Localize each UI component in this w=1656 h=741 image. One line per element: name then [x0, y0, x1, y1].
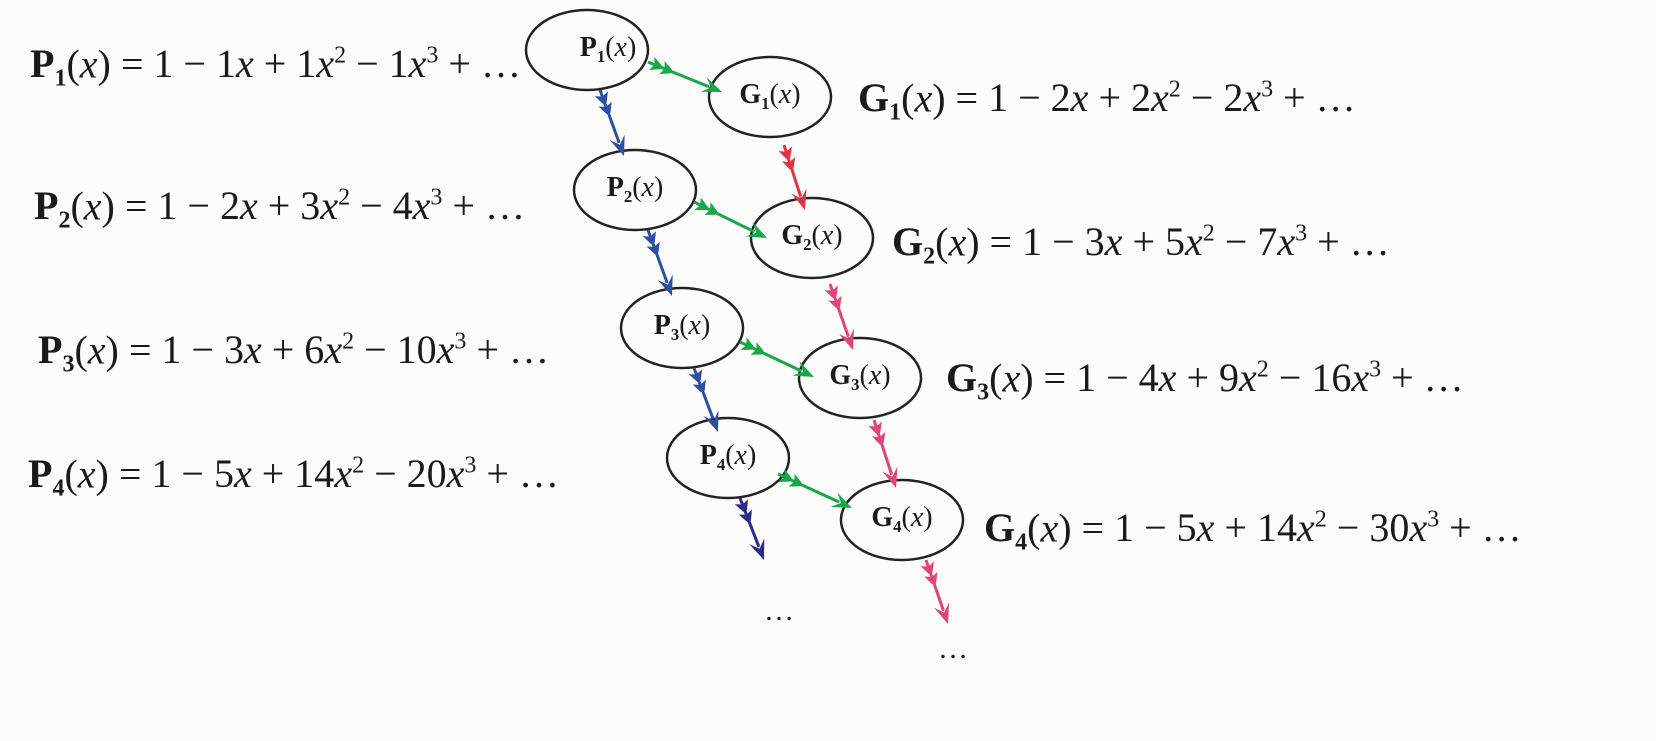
function-symbol: P1	[579, 32, 606, 67]
function-argument: (x)	[632, 172, 664, 204]
equals-sign: =	[114, 183, 158, 229]
equation-p3: P3(x) = 1 − 3x + 6x2 − 10x3 + …	[38, 330, 549, 377]
series-terms: 1 − 4x + 9x2 − 16x3 + …	[1076, 355, 1464, 401]
function-argument: (x)	[70, 183, 115, 229]
series-terms: 1 − 2x + 2x2 − 2x3 + …	[988, 75, 1356, 121]
function-argument: (x)	[74, 327, 119, 373]
node-g3-label: G3(x)	[829, 362, 890, 394]
node-g1-label: G1(x)	[739, 81, 800, 113]
arrow-g3-to-g4	[868, 419, 898, 488]
equation-g1: G1(x) = 1 − 2x + 2x2 − 2x3 + …	[858, 78, 1356, 125]
function-argument: (x)	[989, 355, 1034, 401]
function-argument: (x)	[769, 79, 801, 111]
function-symbol: G2	[781, 220, 812, 255]
equals-sign: =	[979, 219, 1023, 265]
arrow-p1-to-p2	[594, 89, 625, 156]
function-symbol: P1	[30, 41, 67, 92]
equals-sign: =	[108, 451, 152, 497]
series-terms: 1 − 3x + 5x2 − 7x3 + …	[1022, 219, 1390, 265]
equation-p2: P2(x) = 1 − 2x + 3x2 − 4x3 + …	[34, 186, 525, 233]
function-argument: (x)	[64, 451, 109, 497]
function-symbol: P2	[606, 172, 633, 207]
p-chain-continuation: …	[764, 594, 794, 627]
arrow-p2-to-g2	[693, 197, 767, 238]
node-ellipse-g4	[839, 478, 965, 562]
node-g4-label: G4(x)	[871, 504, 932, 536]
node-ellipse-p2	[572, 148, 698, 232]
equals-sign: =	[118, 327, 162, 373]
arrow-p4-continue	[734, 497, 765, 560]
function-symbol: G4	[871, 502, 902, 537]
function-symbol: P4	[699, 440, 726, 475]
function-argument: (x)	[901, 502, 933, 534]
arrow-p2-to-p3	[642, 229, 673, 296]
arrow-p3-to-p4	[688, 367, 719, 432]
node-ellipse-p3	[619, 286, 745, 370]
node-ellipse-p4	[665, 416, 791, 500]
function-symbol: G2	[892, 219, 936, 270]
function-symbol: G3	[829, 360, 860, 395]
function-argument: (x)	[811, 220, 843, 252]
series-terms: 1 − 3x + 6x2 − 10x3 + …	[161, 327, 549, 373]
g-chain-continuation: …	[938, 632, 968, 665]
function-symbol: P3	[38, 327, 75, 378]
function-argument: (x)	[901, 75, 946, 121]
equals-sign: =	[945, 75, 989, 121]
function-symbol: G1	[739, 79, 770, 114]
equation-g4: G4(x) = 1 − 5x + 14x2 − 30x3 + …	[984, 508, 1522, 555]
function-symbol: G3	[946, 355, 990, 406]
function-symbol: P2	[34, 183, 71, 234]
arrow-g4-continue	[920, 559, 950, 624]
equation-p1: P1(x) = 1 − 1x + 1x2 − 1x3 + …	[30, 44, 521, 91]
series-terms: 1 − 5x + 14x2 − 20x3 + …	[151, 451, 559, 497]
function-argument: (x)	[725, 440, 757, 472]
equals-sign: =	[1071, 505, 1115, 551]
equation-g2: G2(x) = 1 − 3x + 5x2 − 7x3 + …	[892, 222, 1390, 269]
arrow-p3-to-g3	[739, 337, 814, 377]
node-p1-label: P1(x)	[580, 34, 637, 66]
arrow-g1-to-g2	[778, 144, 807, 210]
function-argument: (x)	[935, 219, 980, 265]
equation-p4: P4(x) = 1 − 5x + 14x2 − 20x3 + …	[28, 454, 559, 501]
arrow-g2-to-g3	[824, 283, 854, 350]
function-argument: (x)	[679, 310, 711, 342]
series-terms: 1 − 5x + 14x2 − 30x3 + …	[1114, 505, 1522, 551]
equals-sign: =	[1033, 355, 1077, 401]
series-terms: 1 − 1x + 1x2 − 1x3 + …	[153, 41, 521, 87]
node-ellipse-g1	[707, 55, 833, 139]
function-symbol: G4	[984, 505, 1028, 556]
function-argument: (x)	[66, 41, 111, 87]
function-argument: (x)	[605, 32, 637, 64]
equals-sign: =	[110, 41, 154, 87]
node-ellipse-g2	[749, 196, 875, 280]
node-g2-label: G2(x)	[781, 222, 842, 254]
node-p3-label: P3(x)	[654, 312, 711, 344]
node-p4-label: P4(x)	[700, 442, 757, 474]
function-argument: (x)	[1027, 505, 1072, 551]
node-ellipse-g3	[797, 336, 923, 420]
function-argument: (x)	[859, 360, 891, 392]
node-ellipse-p1	[524, 8, 650, 92]
series-terms: 1 − 2x + 3x2 − 4x3 + …	[157, 183, 525, 229]
function-symbol: P4	[28, 451, 65, 502]
equation-g3: G3(x) = 1 − 4x + 9x2 − 16x3 + …	[946, 358, 1464, 405]
arrow-p1-to-g1	[647, 57, 722, 92]
node-p2-label: P2(x)	[607, 174, 664, 206]
function-symbol: P3	[653, 310, 680, 345]
function-symbol: G1	[858, 75, 902, 126]
arrow-p4-to-g4	[777, 469, 852, 508]
